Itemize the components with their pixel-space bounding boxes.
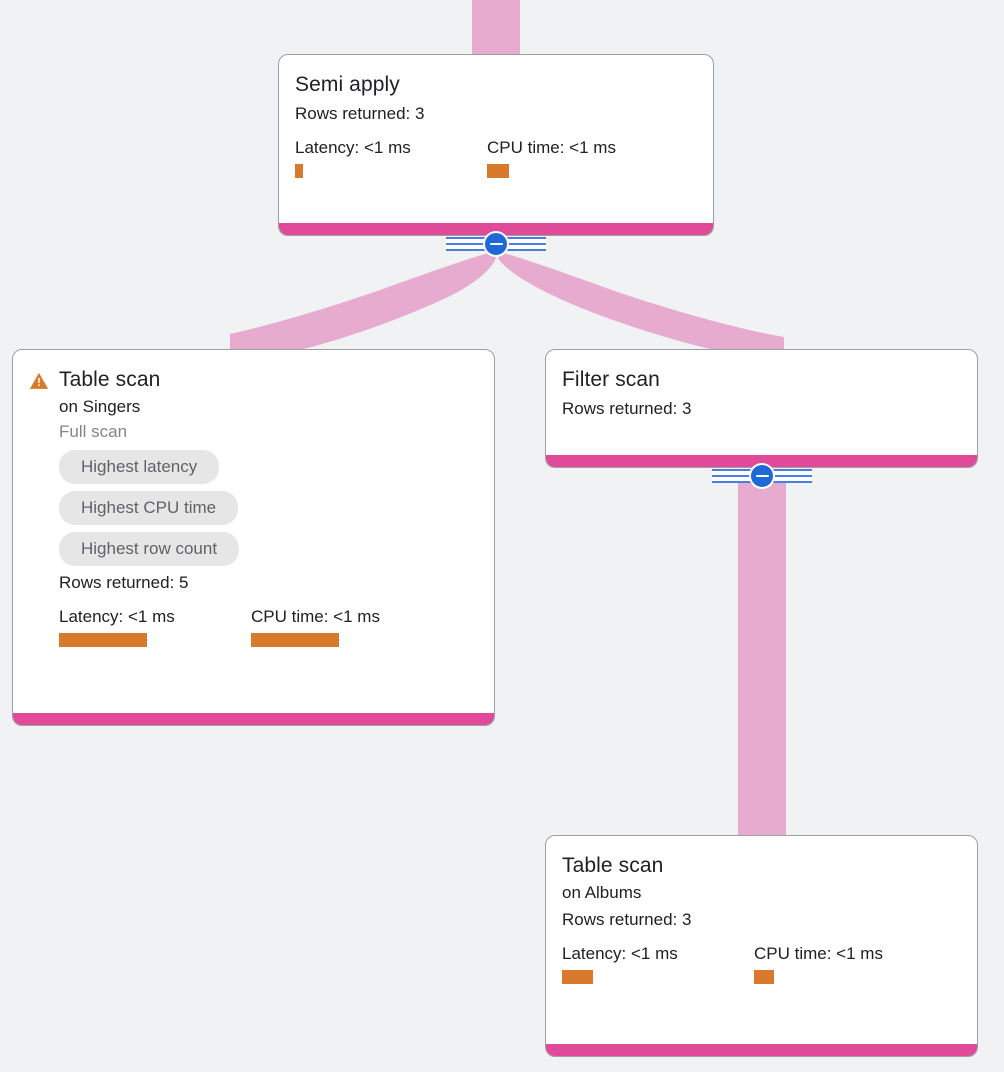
node-subtitle: on Albums: [562, 883, 642, 902]
metric-cpu-bar: [487, 164, 509, 178]
metric-latency-label: Latency: <1 ms: [59, 607, 175, 626]
node-body: Filter scan Rows returned: 3: [546, 350, 977, 455]
metric-latency-label: Latency: <1 ms: [562, 944, 678, 963]
node-title: Table scan: [562, 854, 664, 877]
badge-highest-latency[interactable]: Highest latency: [59, 450, 220, 484]
edge-semi-apply-to-filter-scan: [498, 252, 784, 352]
metric-cpu-label: CPU time: <1 ms: [754, 944, 883, 963]
node-title: Filter scan: [562, 368, 660, 391]
node-subtitle: on Singers: [59, 397, 141, 416]
metric-latency-bar: [59, 633, 147, 647]
minus-icon[interactable]: [483, 231, 509, 257]
plan-node-table-scan-albums[interactable]: Table scan on Albums Rows returned: 3 La…: [545, 835, 978, 1057]
metric-latency-bar: [295, 164, 303, 178]
collapse-toggle-semi-apply[interactable]: [446, 231, 546, 257]
edge-semi-apply-to-table-scan-singers: [230, 252, 496, 352]
node-accent-bar: [279, 223, 713, 235]
minus-icon[interactable]: [749, 463, 775, 489]
metric-cpu: CPU time: <1 ms: [251, 605, 380, 647]
node-title: Table scan: [59, 368, 161, 391]
node-header: Table scan: [29, 366, 478, 394]
node-metrics: Latency: <1 ms CPU time: <1 ms: [295, 136, 697, 178]
node-body: Semi apply Rows returned: 3 Latency: <1 …: [279, 55, 713, 223]
node-rows-returned: Rows returned: 3: [295, 104, 425, 123]
metric-cpu-label: CPU time: <1 ms: [487, 138, 616, 157]
metric-cpu: CPU time: <1 ms: [487, 136, 616, 178]
node-body: Table scan on Albums Rows returned: 3 La…: [546, 836, 977, 1044]
node-accent-bar: [13, 713, 494, 725]
node-header: Filter scan: [562, 366, 961, 394]
metric-cpu-bar: [251, 633, 339, 647]
node-rows-returned: Rows returned: 3: [562, 910, 692, 929]
plan-node-semi-apply[interactable]: Semi apply Rows returned: 3 Latency: <1 …: [278, 54, 714, 236]
metric-cpu-label: CPU time: <1 ms: [251, 607, 380, 626]
node-body: Table scan on Singers Full scan Highest …: [13, 350, 494, 713]
node-metrics: Latency: <1 ms CPU time: <1 ms: [59, 605, 478, 647]
node-rows-returned: Rows returned: 3: [562, 399, 692, 418]
node-title: Semi apply: [295, 73, 400, 96]
metric-cpu-bar: [754, 970, 774, 984]
metric-latency: Latency: <1 ms: [295, 136, 487, 178]
node-rows-returned: Rows returned: 5: [59, 573, 189, 592]
edge-filter-scan-to-table-scan-albums: [738, 478, 786, 840]
metric-latency-label: Latency: <1 ms: [295, 138, 411, 157]
metric-latency: Latency: <1 ms: [562, 942, 754, 984]
badge-highest-cpu-time[interactable]: Highest CPU time: [59, 491, 239, 525]
node-metrics: Latency: <1 ms CPU time: <1 ms: [562, 942, 961, 984]
edge-root-to-semi-apply: [472, 0, 520, 56]
node-header: Table scan: [562, 852, 961, 880]
badge-highest-row-count[interactable]: Highest row count: [59, 532, 240, 566]
metric-latency-bar: [562, 970, 593, 984]
collapse-toggle-filter-scan[interactable]: [712, 463, 812, 489]
node-badge-list: Highest latency Highest CPU time Highest…: [59, 450, 478, 566]
plan-node-table-scan-singers[interactable]: Table scan on Singers Full scan Highest …: [12, 349, 495, 726]
node-accent-bar: [546, 455, 977, 467]
node-header: Semi apply: [295, 71, 697, 99]
metric-latency: Latency: <1 ms: [59, 605, 251, 647]
node-accent-bar: [546, 1044, 977, 1056]
plan-node-filter-scan[interactable]: Filter scan Rows returned: 3: [545, 349, 978, 468]
node-scan-type: Full scan: [59, 422, 128, 441]
metric-cpu: CPU time: <1 ms: [754, 942, 883, 984]
warning-triangle-icon: [29, 372, 49, 389]
